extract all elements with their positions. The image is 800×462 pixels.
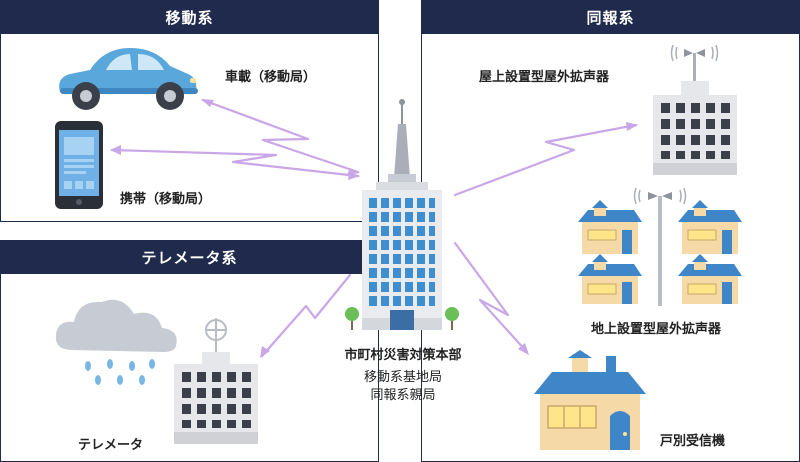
link-hq-handheld	[110, 148, 360, 178]
arrowhead-vehicle	[201, 99, 214, 107]
car-icon	[59, 48, 198, 110]
smartphone-icon	[55, 121, 103, 209]
telemeter-building-icon	[174, 318, 258, 444]
arrowhead-handheld-hq	[348, 172, 360, 180]
arrowhead-handheld	[110, 145, 121, 155]
rooftop-speaker-label: 屋上設置型屋外拡声器	[479, 70, 610, 85]
link-hq-rooftop	[453, 123, 638, 197]
telemeter-panel-title: テレメータ系	[1, 241, 378, 274]
ground-speaker-label: 地上設置型屋外拡声器	[591, 322, 722, 337]
house-bottom-right	[678, 254, 742, 304]
link-hq-household	[453, 241, 529, 354]
broadcast-panel-title: 同報系	[422, 1, 799, 34]
link-hq-vehicle	[201, 98, 360, 174]
house-top-left	[578, 200, 642, 254]
arrowhead-rooftop	[626, 122, 638, 131]
hq-sub2-label: 同報系親局	[370, 388, 436, 403]
rain-cloud-icon	[55, 299, 177, 385]
ground-speaker-icon	[578, 187, 742, 306]
tree-left-icon	[345, 307, 359, 330]
tree-right-icon	[445, 307, 459, 330]
arrowhead-telemeter	[260, 346, 270, 358]
house-top-right	[678, 200, 742, 254]
arrowhead-household	[518, 343, 529, 355]
telemeter-label: テレメータ	[78, 438, 144, 453]
handheld-label: 携帯（移動局）	[120, 192, 212, 207]
hq-name-label: 市町村災害対策本部	[344, 348, 462, 363]
mobile-panel-title: 移動系	[1, 1, 378, 34]
hq-sub1-label: 移動系基地局	[363, 370, 442, 385]
rooftop-speaker-building-icon	[653, 44, 737, 175]
vehicle-label: 車載（移動局）	[225, 70, 317, 85]
hq-tower-icon	[345, 99, 459, 330]
household-house-icon	[534, 350, 646, 450]
household-receiver-label: 戸別受信機	[660, 434, 726, 449]
house-bottom-left	[578, 254, 642, 304]
hq-windows	[369, 198, 435, 306]
link-hq-telemeter	[260, 273, 352, 358]
